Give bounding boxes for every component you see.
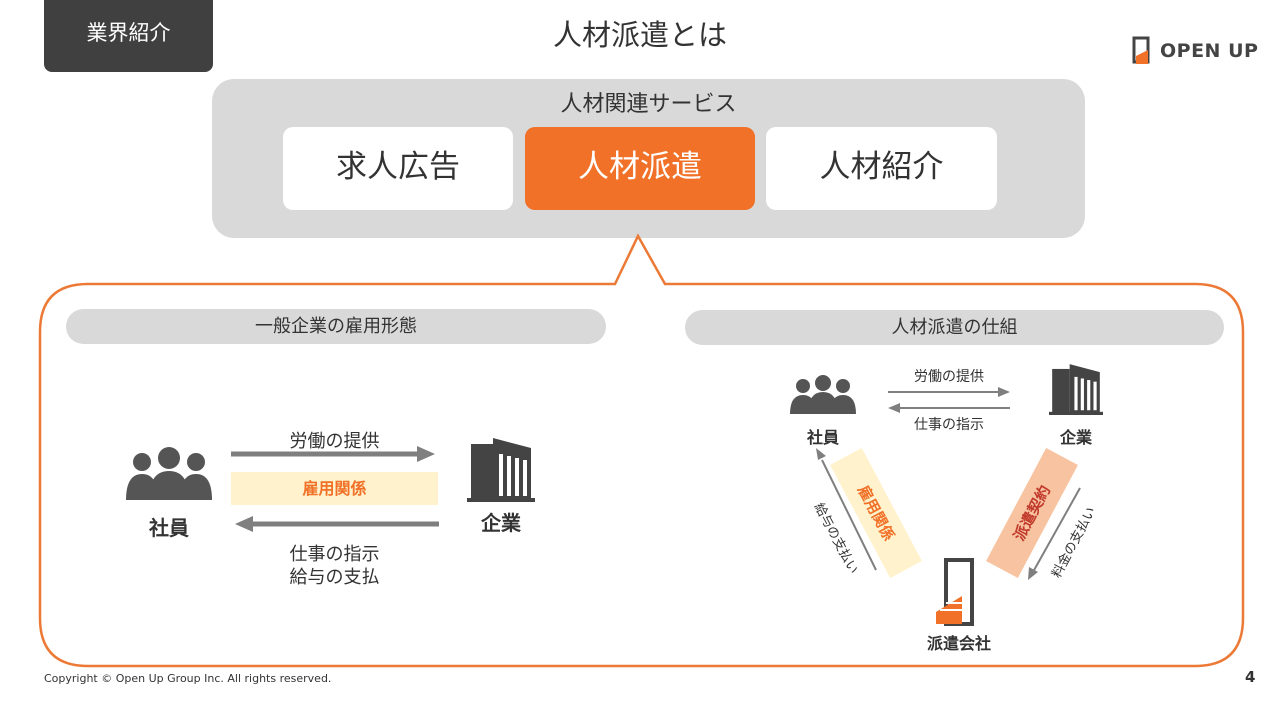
- logo-text: OPEN UP: [1160, 40, 1259, 62]
- building-icon: [467, 438, 535, 502]
- left-panel-title: 一般企業の雇用形態: [66, 309, 606, 344]
- left-company-label: 企業: [481, 511, 521, 535]
- page-number: 4: [1245, 668, 1256, 686]
- people-icon: [790, 375, 856, 414]
- service-placement[interactable]: 人材紹介: [766, 127, 997, 210]
- right-company-label: 企業: [1059, 428, 1092, 447]
- arrow-left-icon: [235, 516, 439, 532]
- arrow-right-icon: [888, 387, 1010, 397]
- service-staffing[interactable]: 人材派遣: [525, 127, 755, 210]
- left-relation-band: 雇用関係: [231, 472, 438, 505]
- agency-label: 派遣会社: [926, 634, 991, 653]
- copyright: Copyright © Open Up Group Inc. All right…: [44, 672, 332, 685]
- services-title: 人材関連サービス: [560, 92, 737, 117]
- left-arrow-top-label: 労働の提供: [289, 431, 380, 452]
- agency-door-icon: [936, 558, 974, 626]
- page-title: 人材派遣とは: [552, 18, 727, 52]
- left-arrow-bottom-label-2: 給与の支払: [289, 567, 380, 588]
- right-panel-title: 人材派遣の仕組: [685, 310, 1224, 345]
- arrow-right-icon: [231, 446, 435, 462]
- left-employee-label: 社員: [149, 516, 189, 540]
- right-arrow-top-label: 労働の提供: [914, 369, 984, 385]
- service-job-ads[interactable]: 求人広告: [283, 127, 513, 210]
- right-arrow-bottom-label: 仕事の指示: [914, 417, 984, 433]
- arrow-left-icon: [888, 403, 1010, 413]
- right-employee-label: 社員: [806, 428, 839, 447]
- left-arrow-bottom-label-1: 仕事の指示: [289, 544, 380, 565]
- people-icon: [126, 447, 212, 500]
- logo-icon: [1132, 36, 1150, 64]
- section-tag: 業界紹介: [44, 0, 213, 72]
- building-icon: [1049, 364, 1103, 415]
